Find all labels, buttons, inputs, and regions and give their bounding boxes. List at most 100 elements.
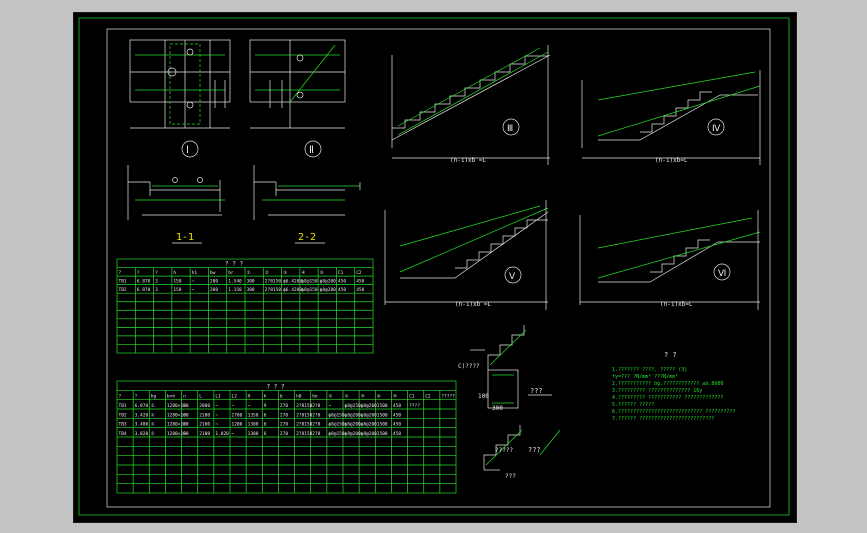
stair-dim-5: (n-1)xb =L (455, 301, 492, 308)
table2-title: ? ? ? (267, 383, 285, 390)
stair-label-4: Ⅳ (712, 124, 721, 134)
table2-header-cell: b×h (167, 394, 175, 400)
table2-data-cell: 2700 (232, 412, 243, 418)
table1-data-cell: ~ (192, 280, 195, 285)
table2-header-cell: ? (135, 394, 138, 400)
table2-data-cell: 6 (264, 422, 267, 428)
section-1-plan (129, 39, 231, 158)
small-label-q2: ????? (495, 447, 513, 454)
table2-data-cell: 3.420 (135, 412, 149, 418)
table2-data-cell: 270 (280, 403, 288, 409)
table2-data-cell: 2?8150 (296, 422, 313, 428)
stair-dim-3: (n-1)xb =L (450, 157, 487, 164)
table2-data-cell: 270 (280, 412, 288, 418)
table1-data-cell: 200 (210, 279, 218, 285)
table2-data-cell: 2?8 (312, 422, 320, 428)
table2-data-cell: ф8@200 (361, 431, 378, 437)
stair-5 (384, 200, 549, 310)
table2-data-cell: 2?8150 (296, 412, 313, 418)
outer-border (78, 17, 790, 516)
stair-3 (391, 45, 551, 165)
table2-data-cell: 9 (264, 403, 267, 409)
table2-data-cell: ф8@200 (345, 431, 362, 437)
table2-header-cell: C1 (409, 394, 415, 400)
table1-data-cell: ф8@200 (320, 287, 337, 293)
small-label-q3: ??? (528, 446, 541, 454)
table2-header-cell: h0 (296, 394, 302, 400)
stair-label-3: Ⅲ (507, 124, 513, 134)
table1-header-cell: ④ (301, 270, 306, 276)
table1-data-cell: 450 (338, 279, 346, 285)
table1-data-cell: ф6.4200 (283, 279, 302, 285)
table1-data-cell: 300 (247, 287, 255, 293)
table2-data-cell: 2100 (199, 412, 210, 418)
stair-label-5: Ⅴ (509, 272, 516, 282)
table2-data-cell: 1300 (248, 422, 259, 428)
table1-data-cell: 6.870 (137, 287, 151, 293)
notes-line-1: 1.??????? ????. ????? (3) (612, 367, 687, 373)
table1-data-cell: TB2 (119, 287, 127, 293)
table2-header-cell: ? (119, 394, 122, 400)
notes-line-3: 2.??????????? bg.???????????? ab.8600 (612, 381, 723, 387)
table1-data-cell: 6.870 (137, 279, 151, 285)
table2-data-cell: ① (151, 422, 156, 428)
table1-header-cell: ③ (283, 270, 288, 276)
table2-data-cell: 1500 (377, 431, 388, 437)
small-label-100: 100 (478, 393, 489, 400)
table1-header-cell: C1 (338, 270, 344, 276)
table2-data-cell: 1.020 (215, 431, 229, 437)
table2-data-cell: 1300 (248, 431, 259, 437)
table2-data-cell: 2100 (199, 431, 210, 437)
table2-header-cell: hg (151, 394, 157, 400)
table2-data-cell: ~ (232, 404, 235, 409)
detail-1-1 (127, 165, 225, 220)
notes-line-8: 7.?????? ????????????????????????? (612, 416, 714, 422)
table2-header-cell: b (280, 394, 283, 400)
table2-data-cell: ф8@150 (328, 431, 345, 437)
table1-data-cell: 1.150 (228, 287, 242, 293)
table2-data-cell: ~ (215, 413, 218, 418)
stair-dim-6: (n-1)xb=L (660, 301, 693, 308)
small-label-c: C(???? (458, 363, 480, 370)
table2-data-cell: TB3 (119, 422, 127, 428)
table2-data-cell: 6.870 (135, 403, 149, 409)
notes-line-7: 6.???????????????????????????? ?????????… (612, 409, 735, 415)
table1-header-cell: ? (137, 270, 140, 276)
table2-data-cell: ф8@200 (345, 412, 362, 418)
table1-header-cell: ? (155, 270, 158, 276)
table2-data-cell: 2?8150 (296, 403, 313, 409)
notes-line-4: 3.????????? ?????????????? 16y (612, 388, 702, 394)
table1-data-cell: 300 (247, 279, 255, 285)
table2-data-cell: 2800 (199, 403, 210, 409)
table1-data-cell: 450 (356, 287, 364, 293)
table1-data-cell: 3 (155, 287, 158, 293)
table2-data-cell: 6 (264, 431, 267, 437)
table2-data-cell: 3.480 (135, 422, 149, 428)
table1-data-cell: 150 (173, 279, 181, 285)
table2-data-cell: ~ (215, 423, 218, 428)
section-2-plan (249, 39, 346, 158)
small-stair-detail-2 (483, 425, 561, 471)
notes-line-2: fy=??? ?N/mm² ???N/mm² (612, 374, 678, 380)
table1-data-cell: TB1 (119, 279, 127, 285)
table2-data-cell: ф8@200 (361, 412, 378, 418)
notes-line-5: 4.????????? ??????????? ????????????? (612, 395, 723, 401)
table2-data-cell: 2?8 (312, 431, 320, 437)
table1-data-cell: ф6.4200 (283, 287, 302, 293)
table2-header-cell: ① (328, 394, 333, 400)
table2-data-cell: ~ (232, 432, 235, 437)
table2-data-cell: TB2 (119, 412, 127, 418)
table2-data-cell: 270 (280, 422, 288, 428)
table2-data-cell: 270 (280, 431, 288, 437)
table2-data-cell: 1500 (377, 422, 388, 428)
table1-header-cell: C2 (356, 270, 362, 276)
stair-dim-4: (n-1)xb=L (655, 157, 688, 164)
table2-data-cell: 1280×180 (167, 431, 189, 437)
notes-line-6: 5.?????? ????? (612, 402, 654, 408)
table2-data-cell: ① (151, 412, 156, 418)
table2-header-cell: hn (312, 394, 318, 400)
table2-data-cell: ~ (328, 404, 331, 409)
table2-data-cell: 1280×180 (167, 422, 189, 428)
table2-data-cell: 1200 (232, 422, 243, 428)
